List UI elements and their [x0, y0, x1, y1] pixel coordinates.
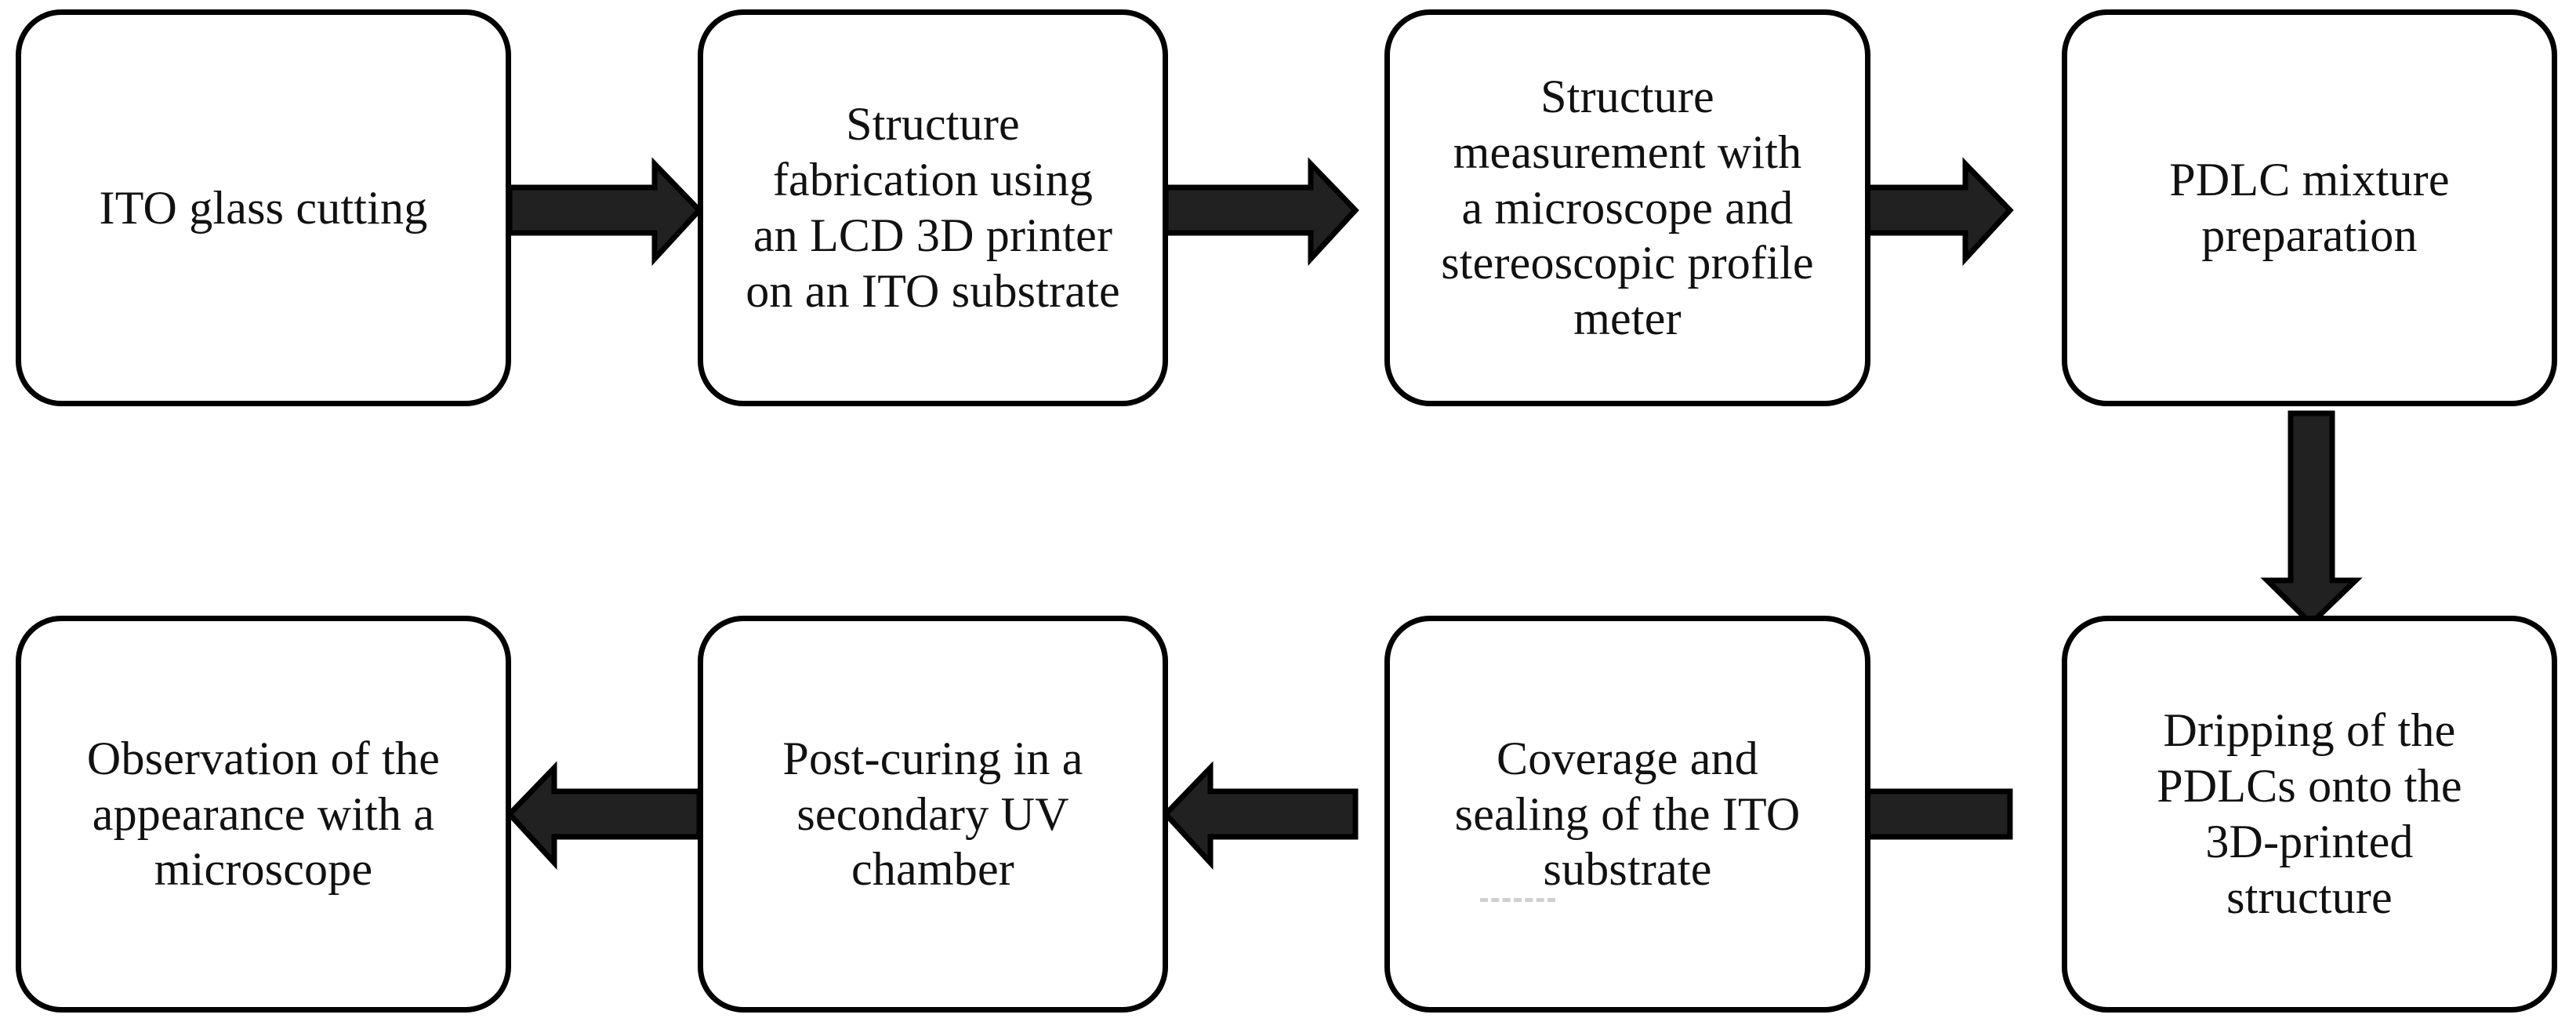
process-node-pdlc-mixture-preparation[interactable]: PDLC mixture preparation — [2062, 9, 2557, 406]
node-label: Coverage and sealing of the ITO substrat… — [1454, 732, 1801, 896]
process-node-dripping-pdlcs[interactable]: Dripping of the PDLCs onto the 3D-printe… — [2062, 616, 2557, 1013]
node-label: PDLC mixture preparation — [2169, 154, 2450, 261]
process-node-coverage-sealing[interactable]: Coverage and sealing of the ITO substrat… — [1384, 616, 1870, 1013]
node-label: Dripping of the PDLCs onto the 3D-printe… — [2157, 704, 2462, 923]
arrow-down-icon — [2260, 410, 2363, 627]
process-node-structure-fabrication[interactable]: Structure fabrication using an LCD 3D pr… — [698, 9, 1168, 406]
residual-dashed-mark — [1480, 898, 1555, 902]
node-label: Structure fabrication using an LCD 3D pr… — [746, 98, 1120, 317]
node-label: Post-curing in a secondary UV chamber — [782, 732, 1083, 896]
process-node-ito-glass-cutting[interactable]: ITO glass cutting — [16, 9, 511, 406]
process-node-observation-appearance[interactable]: Observation of the appearance with a mic… — [16, 616, 511, 1013]
node-label: Observation of the appearance with a mic… — [86, 732, 441, 896]
arrow-right-icon — [506, 157, 703, 266]
node-label: Structure measurement with a microscope … — [1441, 71, 1814, 345]
arrow-left-icon — [1162, 761, 1359, 870]
process-node-post-curing[interactable]: Post-curing in a secondary UV chamber — [698, 616, 1168, 1013]
arrow-left-icon — [506, 761, 702, 870]
node-label: ITO glass cutting — [99, 181, 428, 234]
arrow-right-icon — [1163, 157, 1359, 266]
process-node-structure-measurement[interactable]: Structure measurement with a microscope … — [1384, 9, 1870, 406]
